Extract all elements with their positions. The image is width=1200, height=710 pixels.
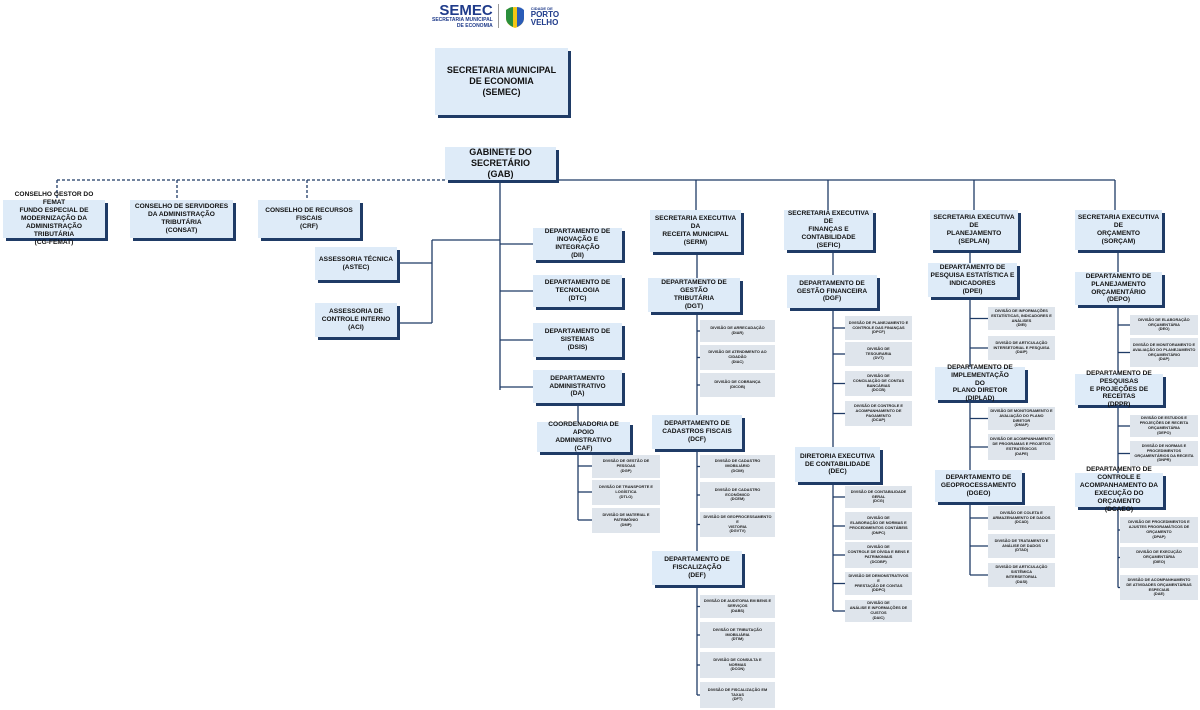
box-division: DIVISÃO DE MONITORAMENTO E AVALIAÇÃO DO … xyxy=(1130,338,1198,367)
logo-divider xyxy=(497,4,499,28)
box-division: DIVISÃO DE ACOMPANHAMENTO DE PROGRAMAS E… xyxy=(988,434,1055,460)
logo-brand: SEMEC xyxy=(439,2,493,19)
box-division: DIVISÃO DE ELABORAÇÃO DE NORMAS E PROCED… xyxy=(845,512,912,540)
box-division: DIVISÃO DE ARTICULAÇÃO INTERSETORIAL E P… xyxy=(988,336,1055,360)
box-division: DIVISÃO DE ARTICULAÇÃO SISTÊMICA INTERSE… xyxy=(988,563,1055,587)
box-division: DIVISÃO DE CADASTRO IMOBILIÁRIO (DCIM) xyxy=(700,455,775,478)
box-division: DIVISÃO DE ESTUDOS E PROJEÇÕES DE RECEIT… xyxy=(1130,415,1198,437)
box-division: DIVISÃO DE FISCALIZAÇÃO EM TAXAS (DFT) xyxy=(700,682,775,708)
box-division: DIVISÃO DE ATENDIMENTO AO CIDADÃO (DIAC) xyxy=(700,345,775,370)
box-department: DEPARTAMENTO DE SISTEMAS (DSIS) xyxy=(533,323,622,357)
box-department: DEPARTAMENTO DE TECNOLOGIA (DTC) xyxy=(533,275,622,307)
box-division: DIVISÃO DE ARRECADAÇÃO (DIAR) xyxy=(700,320,775,342)
box-division: DIVISÃO DE GEOPROCESSAMENTO E VISTORIA (… xyxy=(700,512,775,537)
box-division: DIVISÃO DE ANÁLISE E INFORMAÇÕES DE CUST… xyxy=(845,600,912,622)
box-division: DIVISÃO DE TESOURARIA (DVT) xyxy=(845,342,912,366)
box-department: DEPARTAMENTO DE GESTÃO TRIBUTÁRIA (DGT) xyxy=(648,278,740,312)
box-department: DEPARTAMENTO DE GESTÃO FINANCEIRA (DGF) xyxy=(787,275,877,308)
box-division: DIVISÃO DE TRANSPORTE E LOGÍSTICA (DTLO) xyxy=(592,480,660,505)
box-division: DIVISÃO DE GESTÃO DE PESSOAS (DGP) xyxy=(592,455,660,478)
box-department: DEPARTAMENTO DE PESQUISAS E PROJEÇÕES DE… xyxy=(1075,370,1163,408)
box-division: DIVISÃO DE CADASTRO ECONÔMICO (DCEM) xyxy=(700,482,775,508)
box-division: DIVISÃO DE CONTROLE E ACOMPANHAMENTO DE … xyxy=(845,401,912,426)
box-council: CONSELHO GESTOR DO FEMAT FUNDO ESPECIAL … xyxy=(3,191,105,246)
box-department: DEPARTAMENTO DE CADASTROS FISCAIS (DCF) xyxy=(652,415,742,449)
box-secretariat: SECRETARIA EXECUTIVA DE PLANEJAMENTO (SE… xyxy=(930,210,1018,250)
box-division: DIVISÃO DE ELABORAÇÃO ORÇAMENTÁRIA (DEO) xyxy=(1130,315,1198,335)
box-department: DEPARTAMENTO DE PLANEJAMENTO ORÇAMENTÁRI… xyxy=(1075,272,1162,305)
semec-logo: SEMEC SECRETARIA MUNICIPAL DE ECONOMIA xyxy=(432,3,493,29)
box-division: DIVISÃO DE CONCILIAÇÃO DE CONTAS BANCÁRI… xyxy=(845,371,912,396)
box-department: DEPARTAMENTO DE IMPLEMENTAÇÃO DO PLANO D… xyxy=(935,364,1025,402)
box-council: CONSELHO DE SERVIDORES DA ADMINISTRAÇÃO … xyxy=(130,200,233,238)
box-secretariat: SECRETARIA EXECUTIVA DA RECEITA MUNICIPA… xyxy=(650,210,741,252)
city-name: PORTO VELHO xyxy=(530,9,560,27)
box-semec: SECRETARIA MUNICIPAL DE ECONOMIA (SEMEC) xyxy=(435,48,568,115)
box-department: DEPARTAMENTO DE CONTROLE E ACOMPANHAMENT… xyxy=(1075,466,1163,513)
semec-porto-velho-logo: SEMEC SECRETARIA MUNICIPAL DE ECONOMIA C… xyxy=(432,0,577,32)
box-department: DEPARTAMENTO DE INOVAÇÃO E INTEGRAÇÃO (D… xyxy=(533,228,622,260)
city-logo: CIDADE DE PORTO VELHO xyxy=(531,6,559,27)
box-division: DIVISÃO DE TRIBUTAÇÃO IMOBILIÁRIA (DTIM) xyxy=(700,622,775,648)
box-department: DEPARTAMENTO DE PESQUISA ESTATÍSTICA E I… xyxy=(928,263,1017,297)
logo-subtitle: SECRETARIA MUNICIPAL DE ECONOMIA xyxy=(432,17,493,29)
box-division: DIVISÃO DE NORMAS E PROCEDIMENTOS ORÇAME… xyxy=(1130,441,1198,466)
city-small: CIDADE DE xyxy=(530,5,553,11)
box-division: DIVISÃO DE INFORMAÇÕES ESTATÍSTICAS, IND… xyxy=(988,307,1055,330)
box-division: DIVISÃO DE ACOMPANHAMENTO DE ATIVIDADES … xyxy=(1120,575,1198,600)
box-advisory: ASSESSORIA TÉCNICA (ASTEC) xyxy=(315,247,397,280)
box-division: DIVISÃO DE COBRANÇA (DICOB) xyxy=(700,373,775,397)
box-division: DIVISÃO DE MATERIAL E PATRIMÔNIO (DMP) xyxy=(592,508,660,533)
box-division: DIVISÃO DE PLANEJAMENTO E CONTROLE DAS F… xyxy=(845,316,912,340)
box-division: DIVISÃO DE CONSULTA E NORMAS (DCON) xyxy=(700,652,775,678)
box-department: DIRETORIA EXECUTIVA DE CONTABILIDADE (DE… xyxy=(795,447,880,482)
box-division: DIVISÃO DE AUDITORIA EM BENS E SERVIÇOS … xyxy=(700,595,775,618)
box-council: CONSELHO DE RECURSOS FISCAIS (CRF) xyxy=(258,200,360,238)
box-secretariat: SECRETARIA EXECUTIVA DE FINANÇAS E CONTA… xyxy=(784,210,873,250)
box-division: DIVISÃO DE MONITORAMENTO E AVALIAÇÃO DO … xyxy=(988,407,1055,430)
box-department: DEPARTAMENTO ADMINISTRATIVO (DA) xyxy=(533,370,622,403)
porto-velho-emblem-icon xyxy=(505,7,524,28)
box-coordination: COORDENADORIA DE APOIO ADMINISTRATIVO (C… xyxy=(537,421,630,452)
box-division: DIVISÃO DE EXECUÇÃO ORÇAMENTÁRIA (DIEO) xyxy=(1120,547,1198,568)
box-division: DIVISÃO DE PROCEDIMENTOS E AJUSTES PROGR… xyxy=(1120,517,1198,543)
box-division: DIVISÃO DE CONTROLE DE DÍVIDA E BENS E P… xyxy=(845,542,912,568)
box-department: DEPARTAMENTO DE GEOPROCESSAMENTO (DGEO) xyxy=(935,470,1022,502)
box-department: DEPARTAMENTO DE FISCALIZAÇÃO (DEF) xyxy=(652,551,742,585)
box-gab: GABINETE DO SECRETÁRIO (GAB) xyxy=(445,147,556,180)
box-division: DIVISÃO DE CONTABILIDADE GERAL (DCG) xyxy=(845,486,912,508)
box-secretariat: SECRETARIA EXECUTIVA DE ORÇAMENTO (SORÇA… xyxy=(1075,210,1162,250)
box-division: DIVISÃO DE COLETA E ARMAZENAMENTO DE DAD… xyxy=(988,506,1055,530)
box-division: DIVISÃO DE TRATAMENTO E ANÁLISE DE DADOS… xyxy=(988,534,1055,558)
box-division: DIVISÃO DE DEMONSTRATIVOS E PRESTAÇÃO DE… xyxy=(845,572,912,595)
box-advisory: ASSESSORIA DE CONTROLE INTERNO (ACI) xyxy=(315,303,397,337)
